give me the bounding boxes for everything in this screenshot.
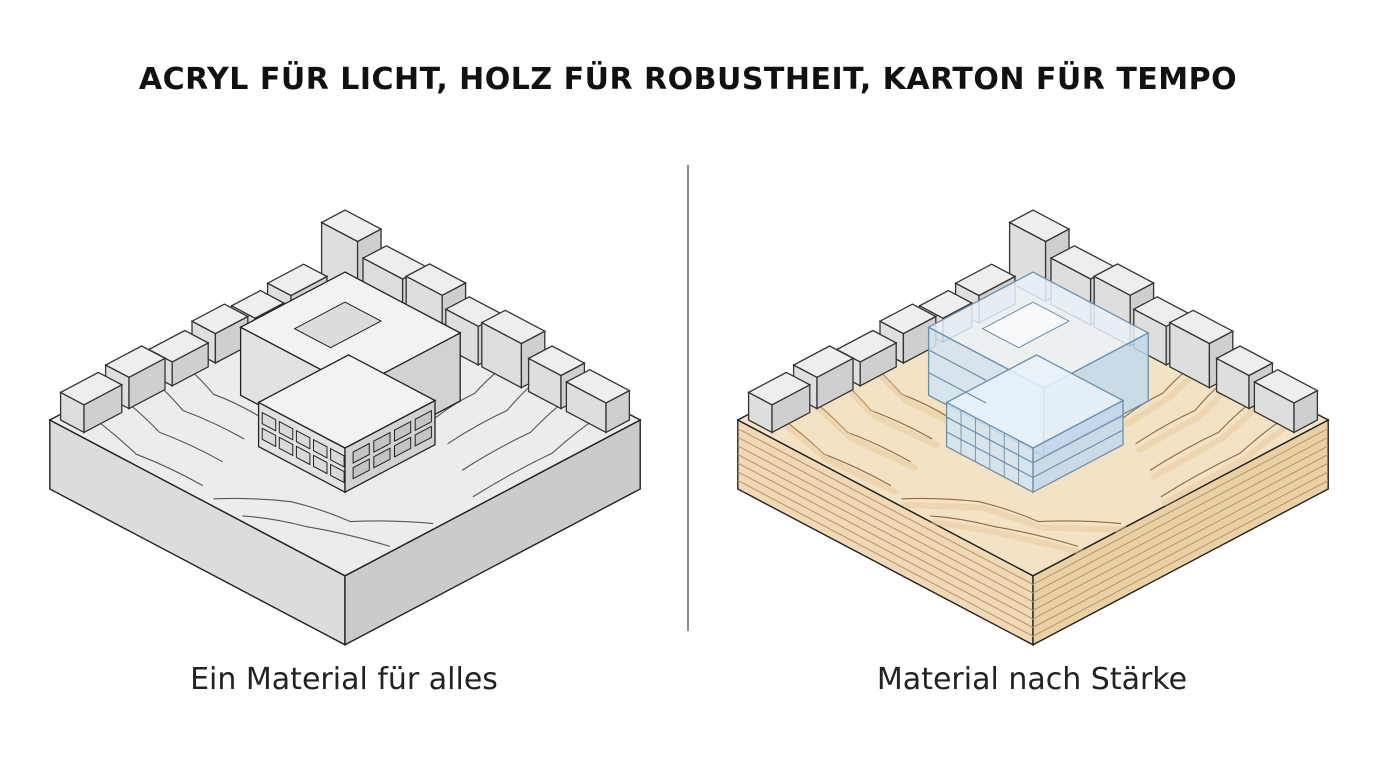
diagram-title: ACRYL FÜR LICHT, HOLZ FÜR ROBUSTHEIT, KA… — [138, 62, 1238, 97]
wood-layer-line — [737, 471, 1329, 629]
context-block-top — [1049, 245, 1116, 280]
terrain-contour — [1160, 411, 1293, 498]
terrain-shade — [870, 365, 958, 428]
cardboard-window — [261, 427, 277, 448]
terrain-shade — [839, 381, 940, 448]
cardboard-window — [295, 445, 311, 466]
context-block-top — [918, 289, 974, 319]
context-block-top — [1215, 345, 1274, 377]
caption-single-material: Ein Material für alles — [190, 662, 498, 697]
acrylic-courtyard — [981, 301, 1071, 349]
context-block-top — [104, 345, 167, 379]
terrain-shade — [902, 501, 1129, 533]
cardboard-window — [261, 411, 277, 432]
terrain-shade — [774, 415, 898, 495]
context-block — [1253, 368, 1319, 434]
caption-mixed-materials: Material nach Stärke — [876, 662, 1188, 697]
terrain-contour — [472, 411, 605, 498]
context-block-top — [527, 345, 586, 377]
panel-divider — [687, 165, 689, 631]
context-block-top — [1092, 263, 1155, 297]
terrain-shade — [1124, 365, 1204, 428]
terrain-shade — [1151, 398, 1267, 480]
model-mixed-materials — [736, 209, 1330, 646]
context-block-top — [747, 371, 812, 406]
cardboard-window — [313, 454, 328, 475]
terrain-contour — [213, 497, 434, 525]
cardboard-window — [352, 458, 370, 480]
terrain-shade — [1136, 381, 1235, 453]
main-building — [927, 271, 1150, 494]
cardboard-window — [414, 425, 432, 447]
wood-layer-line — [737, 428, 1329, 585]
context-block — [565, 368, 631, 434]
cardboard-window — [330, 447, 345, 468]
terrain-shade — [931, 518, 1085, 556]
context-block-top — [266, 263, 329, 297]
context-block-top — [792, 345, 855, 379]
acrylic-floor-line — [928, 372, 987, 404]
wood-layer-line — [737, 445, 1329, 603]
terrain-contour — [930, 515, 1079, 547]
cardboard-window — [313, 438, 328, 459]
cardboard-window — [295, 429, 311, 450]
context-block — [59, 371, 124, 434]
wood-layer-line — [737, 462, 1329, 620]
context-block-top — [230, 289, 286, 319]
cardboard-window — [278, 436, 294, 457]
context-block — [747, 371, 812, 434]
context-block-top — [954, 263, 1017, 297]
cardboard-window — [394, 420, 412, 443]
context-block-top — [1253, 368, 1319, 404]
acrylic-floor-line — [928, 349, 987, 381]
context-block-top — [404, 263, 467, 297]
context-block-top — [59, 371, 124, 406]
context-block-top — [190, 303, 250, 335]
context-block-top — [320, 209, 383, 243]
cardboard-window — [330, 463, 345, 484]
cardboard-window — [373, 447, 391, 469]
cardboard-courtyard — [293, 301, 383, 349]
terrain-contour — [901, 497, 1122, 525]
terrain-contour — [242, 515, 391, 547]
acrylic-volume-front-top — [945, 354, 1125, 449]
context-block-top — [480, 309, 547, 345]
cardboard-window — [414, 409, 432, 432]
terrain-shade — [1161, 415, 1300, 506]
context-block-top — [147, 329, 210, 363]
cardboard-window — [352, 442, 370, 464]
model-single-material — [48, 209, 642, 646]
terrain-shade — [807, 398, 918, 471]
wood-layer-line — [737, 454, 1329, 611]
cardboard-window — [373, 431, 391, 454]
cardboard-volume-front-top — [257, 354, 437, 449]
cardboard-window — [278, 420, 294, 441]
context-block-top — [1008, 209, 1071, 243]
context-block-top — [1168, 309, 1235, 345]
wood-layer-line — [737, 436, 1329, 594]
context-block-top — [835, 329, 898, 363]
context-block-top — [361, 245, 428, 280]
context-block-top — [878, 303, 938, 335]
main-building — [239, 271, 462, 494]
cardboard-window — [394, 436, 412, 458]
context-block-top — [565, 368, 631, 404]
wood-layer-line — [737, 479, 1329, 637]
